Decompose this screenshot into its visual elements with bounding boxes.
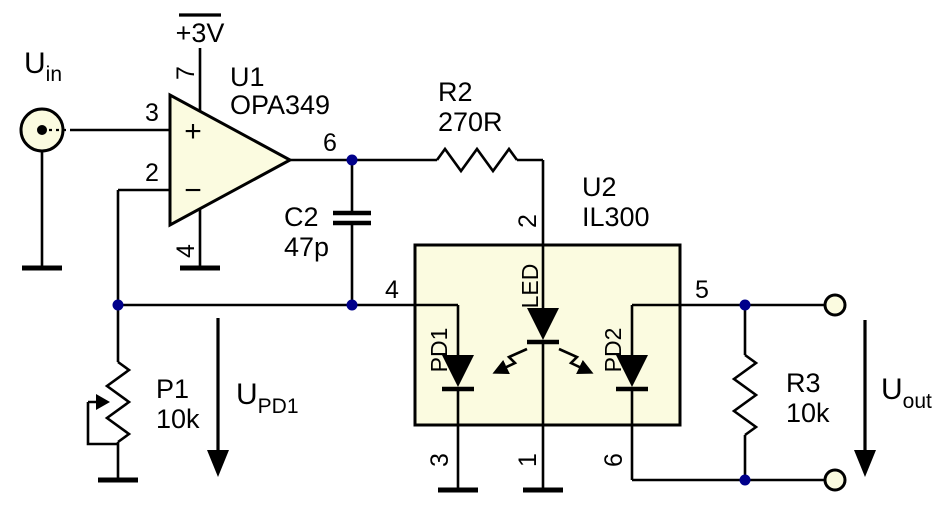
r2-ref: R2 [438, 77, 473, 107]
opamp-pin7-label: 7 [172, 66, 200, 80]
uout-sub: out [903, 390, 932, 413]
uin-label: Uin [24, 47, 62, 86]
junction-c2-feedback [346, 299, 358, 311]
opamp-ref: U1 [230, 62, 265, 92]
optocoupler-body [413, 243, 682, 427]
pd2-symbol [616, 355, 648, 387]
p1-wiper-arrow [96, 394, 110, 410]
p1-value: 10k [156, 404, 200, 434]
u2-pin5-label: 5 [695, 276, 709, 304]
r3-ref: R3 [786, 368, 821, 398]
p1-ref: P1 [156, 374, 189, 404]
resistor-r3-symbol [731, 353, 759, 437]
led-symbol [527, 308, 559, 340]
c2-value: 47p [284, 232, 329, 262]
u2-pin4-label: 4 [385, 276, 399, 304]
input-connector-pin [37, 125, 47, 135]
upd1-sub: PD1 [258, 395, 299, 418]
light-arrow-to-pd2 [558, 347, 594, 375]
upd1-label: UPD1 [236, 378, 299, 418]
opamp-pin6-label: 6 [323, 129, 337, 157]
junction-r3-top [739, 299, 751, 311]
pd1-label: PD1 [426, 328, 452, 373]
u2-ref: U2 [582, 172, 617, 202]
uout-arrowhead [854, 450, 876, 477]
junction-output-node [346, 154, 358, 166]
opamp-pin4-label: 4 [172, 244, 200, 258]
light-arrow-to-pd1 [492, 347, 528, 375]
u2-pin6-label: 6 [600, 453, 628, 467]
uin-sub: in [46, 63, 62, 86]
opamp-plus-input-sign: + [184, 115, 202, 148]
opamp-minus-input-sign: − [184, 174, 202, 207]
opamp-symbol [168, 92, 294, 228]
resistor-r2-symbol [435, 146, 519, 174]
r3-value: 10k [786, 398, 830, 428]
p1-wiper-wire [86, 400, 118, 446]
pd2-label: PD2 [600, 328, 626, 373]
c2-ref: C2 [284, 202, 319, 232]
uin-base: U [24, 47, 46, 80]
opamp-part: OPA349 [230, 90, 330, 120]
r2-value: 270R [438, 107, 503, 137]
u2-pin1-label: 1 [514, 453, 542, 467]
uout-base: U [881, 373, 903, 406]
output-terminal-bottom [823, 468, 847, 492]
u2-pin3-label: 3 [426, 453, 454, 467]
potentiometer-p1-symbol [104, 360, 132, 444]
uout-label: Uout [881, 373, 932, 413]
junction-feedback-p1 [112, 299, 124, 311]
supply-label: +3V [176, 18, 225, 48]
pd1-symbol [442, 355, 474, 387]
upd1-arrowhead [207, 450, 229, 477]
led-label: LED [517, 264, 543, 309]
junction-r3-bottom [739, 474, 751, 486]
u2-part: IL300 [582, 202, 650, 232]
opamp-pin3-label: 3 [145, 99, 159, 127]
u2-pin2-label: 2 [514, 214, 542, 228]
output-terminal-top [823, 293, 847, 317]
opamp-pin2-label: 2 [145, 159, 159, 187]
upd1-base: U [236, 378, 258, 411]
